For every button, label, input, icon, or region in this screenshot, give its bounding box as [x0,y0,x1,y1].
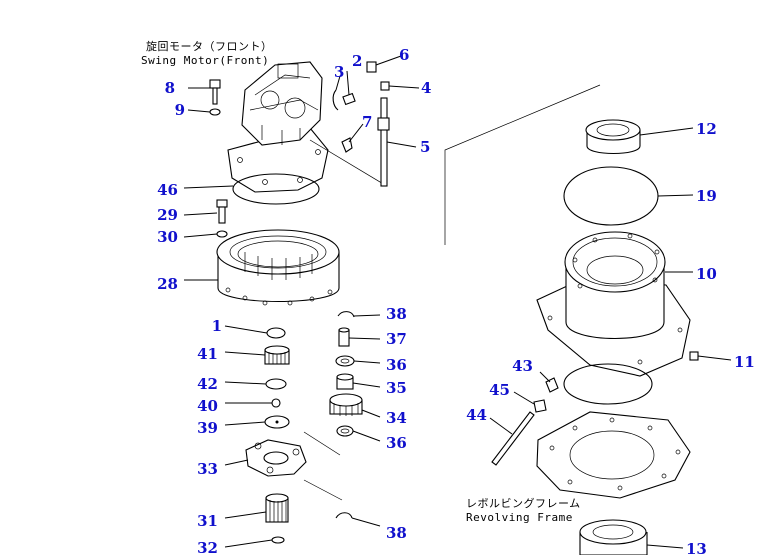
bearing-35 [336,373,354,390]
case-10 [536,231,691,377]
callout-10: 10 [696,265,717,283]
callout-9: 9 [175,101,185,119]
callout-11: 11 [734,353,755,371]
callout-43: 43 [512,357,533,375]
gear-34 [329,393,363,416]
o-ring-19 [563,166,659,226]
callout-42: 42 [197,375,218,393]
fitting-2 [342,92,356,106]
fitting-45 [533,399,547,413]
washer-30 [216,230,228,238]
caption-revolving-frame-jp: レボルビングフレーム [466,496,581,510]
callout-3: 3 [334,63,344,81]
callout-38-bottom: 38 [386,524,407,542]
washer-9 [209,108,221,116]
o-ring-lower [563,363,653,405]
bearing-41 [264,345,290,365]
callout-6: 6 [399,46,409,64]
revolving-frame-plate [536,411,691,499]
callout-5: 5 [420,138,430,156]
callout-32: 32 [197,539,218,555]
fitting-4 [380,81,390,91]
callout-44: 44 [466,406,487,424]
callout-1: 1 [212,317,222,335]
leader-lines [183,55,732,549]
caption-revolving-frame-en: Revolving Frame [466,511,573,524]
callout-41: 41 [197,345,218,363]
callout-38-top: 38 [386,305,407,323]
ring-gear-housing-28 [216,229,340,306]
callout-19: 19 [696,187,717,205]
gear-31 [265,493,289,523]
carrier-33 [245,439,307,477]
cap-6 [366,61,377,73]
callout-12: 12 [696,120,717,138]
ball-40 [271,398,281,408]
callout-35: 35 [386,379,407,397]
callout-45: 45 [489,381,510,399]
bracket-line [444,84,601,245]
ring-1 [266,327,286,339]
callout-36-bottom: 36 [386,434,407,452]
callout-28: 28 [157,275,178,293]
caption-swing-motor-jp: 旋回モータ（フロント） [146,39,273,53]
callout-36-top: 36 [386,356,407,374]
callout-33: 33 [197,460,218,478]
ring-32 [271,536,285,544]
snap-ring-38-bottom [335,512,353,519]
gauge-44 [491,411,535,466]
callout-46: 46 [157,181,178,199]
bearing-13 [579,519,648,555]
callout-8: 8 [165,79,175,97]
callout-7: 7 [362,113,372,131]
bolt-29 [216,199,228,224]
plug-11 [689,351,699,361]
callout-31: 31 [197,512,218,530]
callout-2: 2 [352,52,362,70]
pin-37 [338,327,350,347]
snap-ring-38-top [337,311,355,318]
callout-13: 13 [686,540,707,555]
callout-30: 30 [157,228,178,246]
callout-37: 37 [386,330,407,348]
callout-4: 4 [421,79,431,97]
washer-36-top [335,355,355,367]
callout-39: 39 [197,419,218,437]
callout-34: 34 [386,409,407,427]
callout-40: 40 [197,397,218,415]
plate-42 [265,378,287,390]
o-ring-46 [232,173,320,205]
callout-29: 29 [157,206,178,224]
callout-numbers: 8 9 2 3 6 4 7 5 46 29 30 28 1 41 42 40 3… [157,46,755,555]
bolt-8 [209,79,221,105]
bearing-12 [585,119,641,154]
washer-36-bottom [336,425,354,437]
caption-swing-motor-en: Swing Motor(Front) [141,54,269,67]
o-ring-3 [332,89,339,111]
